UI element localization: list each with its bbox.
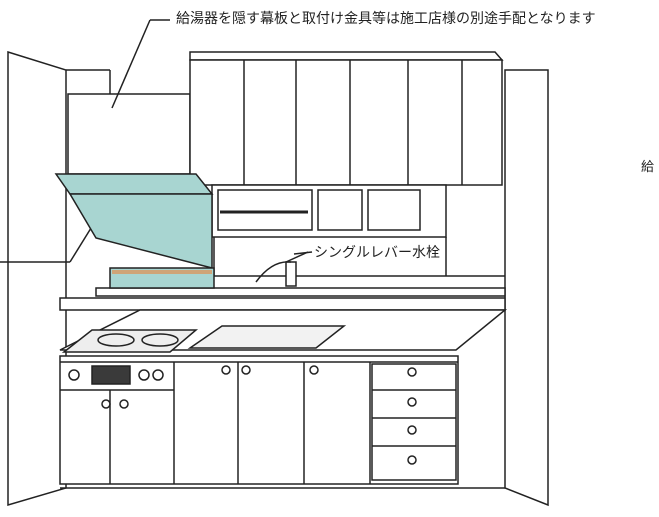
sink <box>187 325 347 349</box>
upper-cabinet <box>189 59 503 186</box>
faucet-icon <box>255 251 309 287</box>
faucet-label: シングルレバー水栓 <box>314 245 440 261</box>
right-wall <box>504 69 549 507</box>
top-note-label: 給湯器を隠す幕板と取付け金具等は施工店様の別途手配となります <box>176 11 596 27</box>
counter-top <box>95 287 506 297</box>
oven-display <box>91 365 131 385</box>
range-hood <box>54 173 215 289</box>
hood-cabinet <box>67 93 191 175</box>
upper-cabinet-top <box>189 51 504 61</box>
left-wall <box>7 50 67 507</box>
leader-line-faucet <box>293 251 313 255</box>
right-edge-label: 給 <box>641 160 655 175</box>
leader-line-top <box>111 19 151 109</box>
